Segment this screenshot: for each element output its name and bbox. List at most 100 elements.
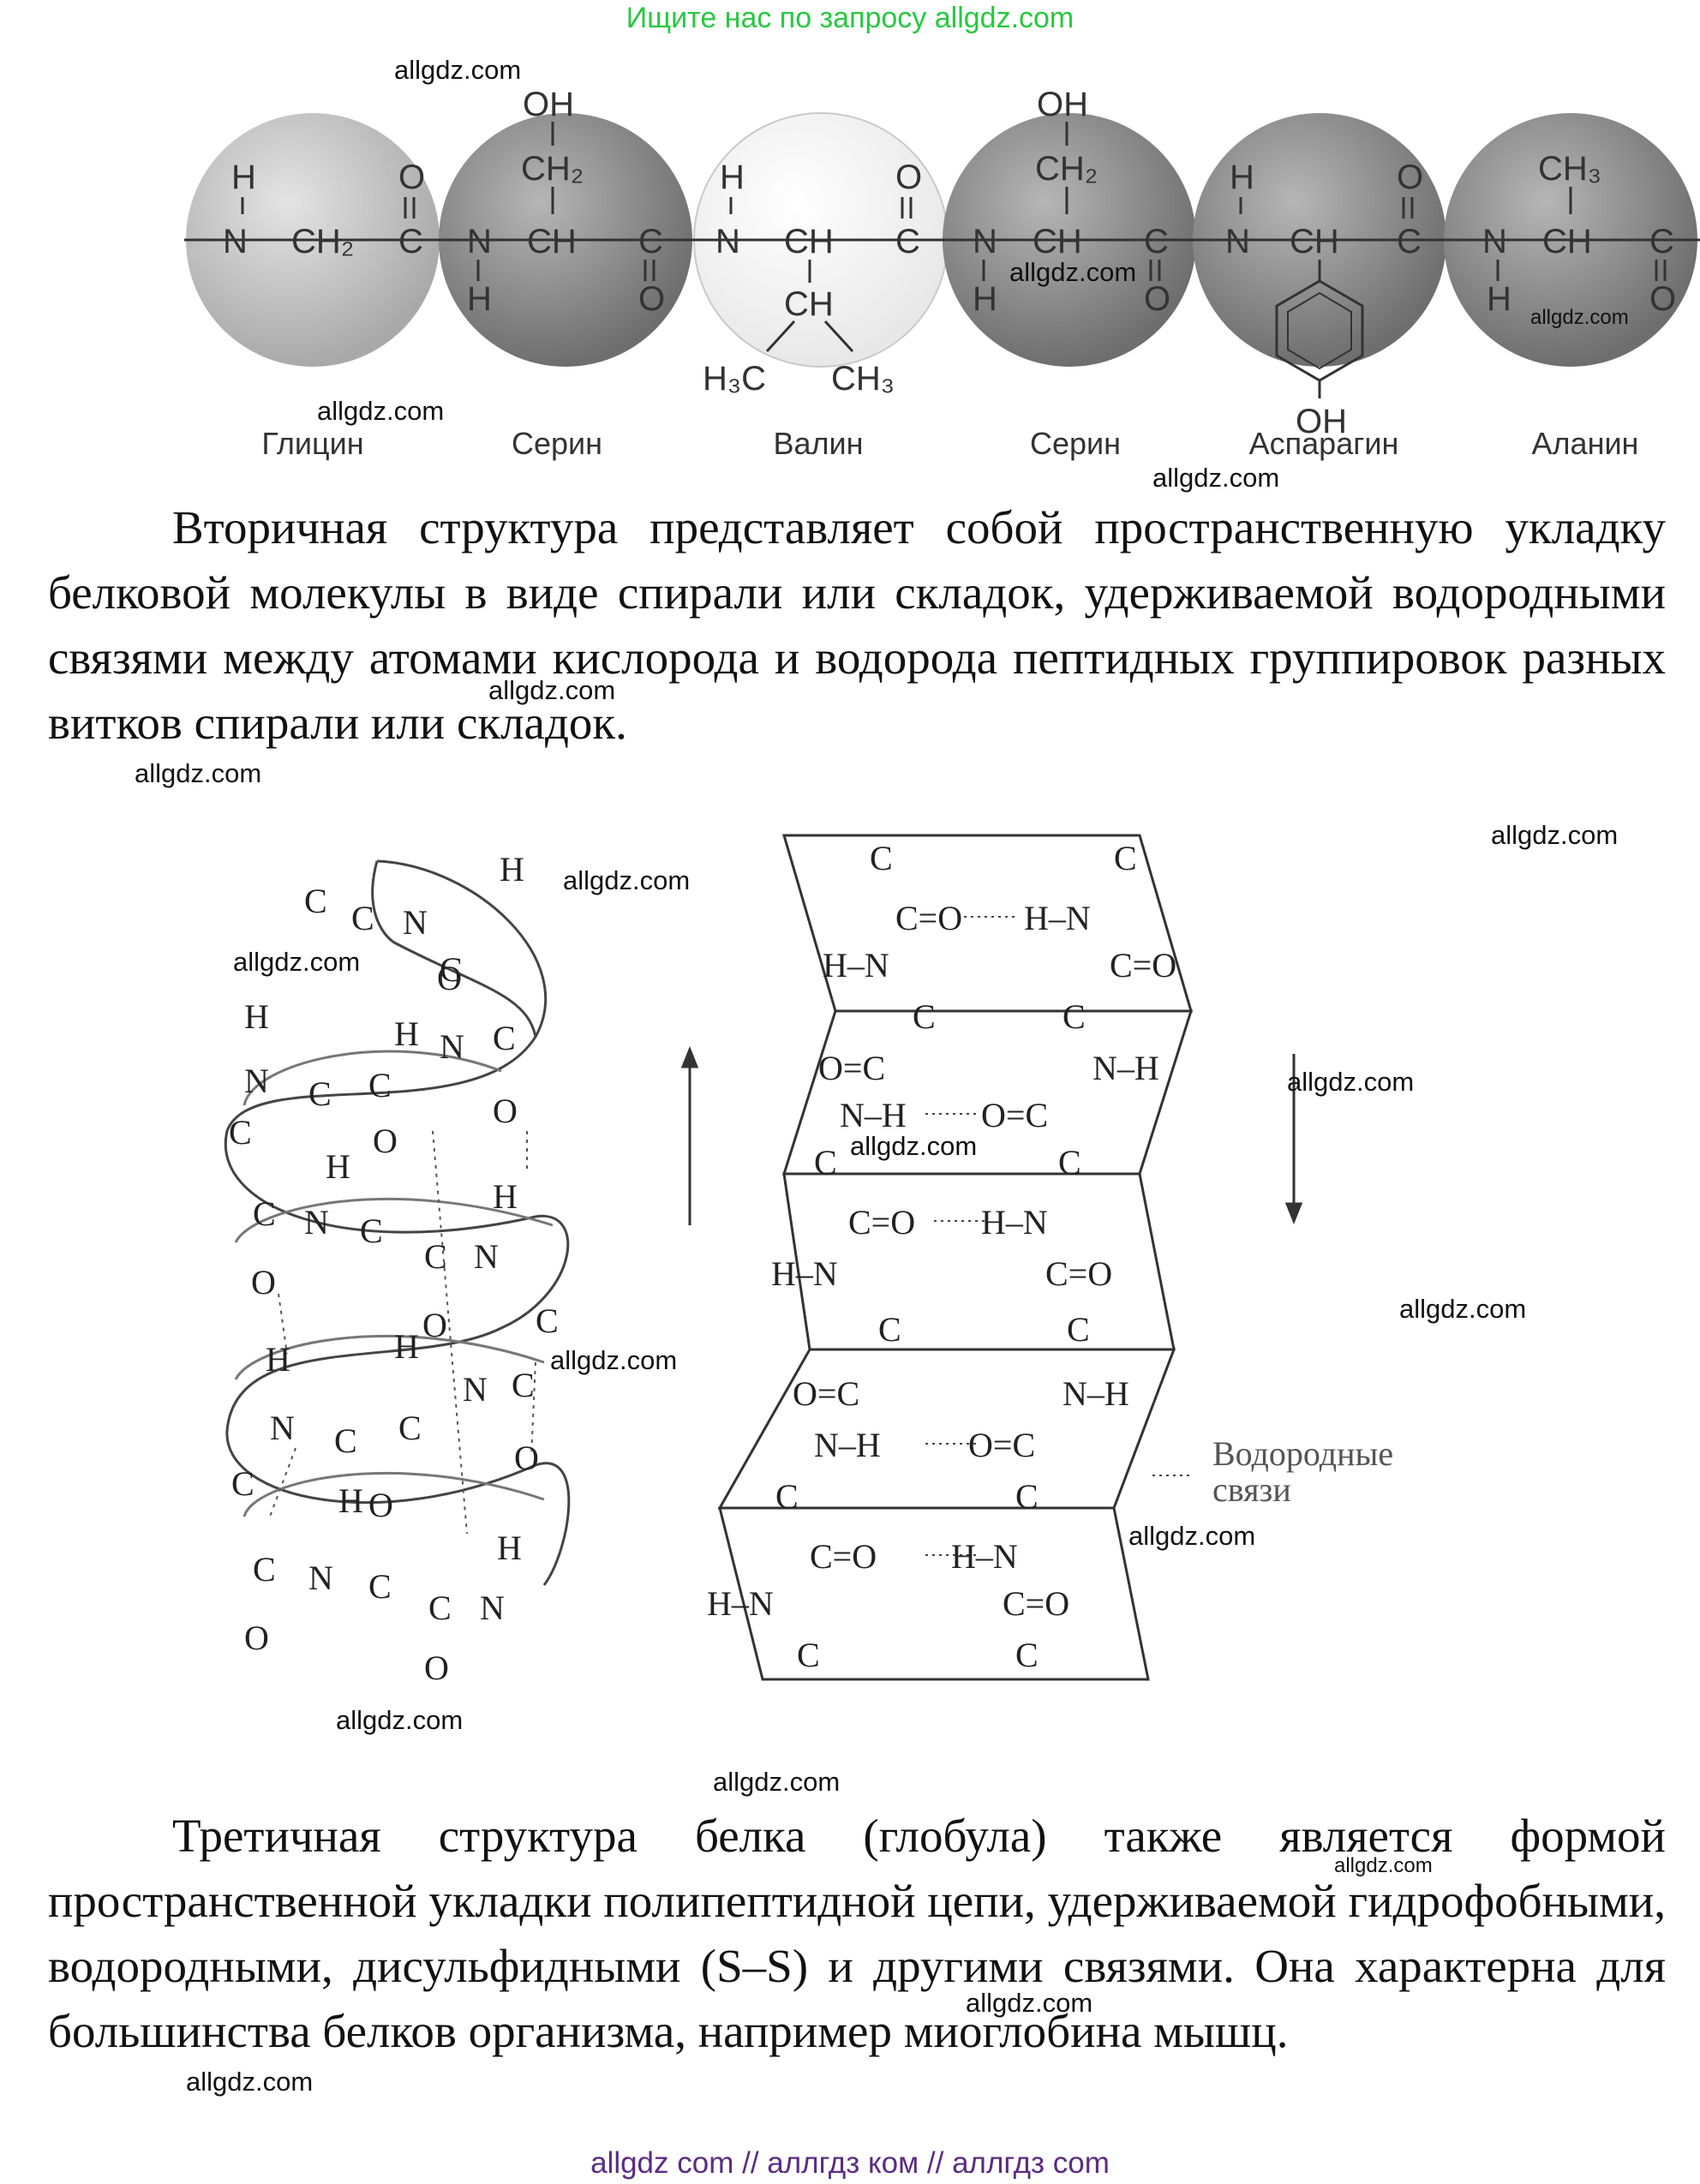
label-serine-1: Серин: [511, 426, 603, 461]
helix-n-7: N: [270, 1409, 295, 1447]
glycine-n: N: [223, 223, 248, 260]
label-glycine: Глицин: [261, 426, 364, 461]
valine-c: C: [895, 223, 920, 260]
helix-c-18: C: [428, 1589, 452, 1627]
serine1-ch2: CH₂: [521, 150, 584, 188]
asparagine-h: H: [1230, 159, 1254, 196]
helix-o-7: O: [368, 1486, 393, 1524]
sheet-n-h-3: N–H: [1062, 1374, 1129, 1413]
label-asparagine: Аспарагин: [1248, 426, 1399, 461]
helix-c-13: C: [334, 1421, 357, 1460]
watermark: allgdz.com: [1009, 257, 1137, 287]
helix-c-5: C: [308, 1074, 332, 1113]
glycine-h: H: [231, 159, 256, 196]
helix-h-4: H: [326, 1147, 350, 1186]
helix-h-2: H: [394, 1014, 419, 1053]
helix-c-8: C: [253, 1194, 276, 1233]
helix-c-12: C: [512, 1366, 535, 1404]
helix-o-9: O: [424, 1648, 449, 1687]
sheet-h-n-1: H–N: [1024, 899, 1091, 937]
valine-o: O: [895, 159, 922, 196]
helix-n-4: N: [304, 1203, 329, 1242]
primary-structure-figure: H N CH₂ C O OH CH₂ N CH C H O H N CH C O…: [184, 86, 1700, 440]
glycine-ch2: CH₂: [291, 223, 354, 260]
helix-h-1: H: [500, 850, 524, 889]
sheet-c-eq-o-1: C=O: [895, 899, 962, 937]
sheet-c-3: C: [814, 1143, 837, 1182]
sheet-c-eq-o-4: C=O: [1045, 1254, 1112, 1293]
asparagine-n: N: [1225, 223, 1250, 260]
sheet-c-eq-o-3: C=O: [848, 1203, 915, 1242]
helix-c-15: C: [231, 1464, 254, 1503]
helix-n-9: N: [480, 1589, 505, 1627]
sheet-c-7: C: [775, 1477, 799, 1516]
label-alanine: Аланин: [1531, 426, 1639, 461]
arrow-up-icon: [680, 1045, 699, 1068]
legend-hbonds-line1: Водородные: [1212, 1434, 1393, 1473]
serine2-ch2: CH₂: [1035, 150, 1098, 188]
sheet-c-6: C: [1067, 1310, 1090, 1349]
sheet-h-n-4: H–N: [771, 1254, 838, 1293]
sheet-c-eq-o-2: C=O: [1110, 946, 1176, 984]
helix-c-9: C: [360, 1212, 383, 1250]
sheet-h-n-2: H–N: [823, 946, 889, 984]
helix-c-2: C: [351, 899, 374, 937]
watermark: allgdz.com: [1491, 820, 1619, 850]
helix-h-5: H: [493, 1177, 518, 1216]
watermark: allgdz.com: [394, 55, 522, 85]
sheet-h-n-6: H–N: [707, 1584, 774, 1623]
helix-n-2: N: [440, 1027, 464, 1066]
sheet-o-eq-c-3: O=C: [793, 1374, 859, 1413]
valine-h: H: [720, 159, 745, 196]
helix-c-10: C: [424, 1237, 447, 1276]
valine-h3c: H₃C: [703, 360, 766, 398]
helix-h-7: H: [266, 1340, 290, 1379]
serine2-oh: OH: [1037, 86, 1088, 123]
watermark: allgdz.com: [186, 2067, 314, 2097]
sheet-o-eq-c-4: O=C: [968, 1426, 1035, 1464]
helix-c-3: C: [440, 950, 463, 989]
sheet-h-n-5: H–N: [951, 1537, 1018, 1576]
valine-ch: CH: [784, 223, 834, 260]
sheet-c-9: C: [797, 1636, 820, 1674]
watermark: allgdz.com: [1152, 463, 1280, 493]
sheet-c-1: C: [913, 997, 936, 1036]
watermark: allgdz.com: [1530, 306, 1629, 329]
helix-h-6: H: [394, 1327, 419, 1366]
paragraph-tertiary-structure: Третичная структура белка (глобула) такж…: [48, 1810, 1666, 2057]
watermark: allgdz.com: [317, 396, 445, 426]
sheet-n-h-1: N–H: [1092, 1049, 1159, 1087]
footer-links: allgdz com // аллгдз ком // аллгдз com: [590, 2146, 1110, 2180]
helix-o-3: O: [373, 1122, 398, 1160]
serine2-n: N: [973, 223, 997, 260]
asparagine-o: O: [1397, 159, 1423, 196]
watermark: allgdz.com: [1287, 1067, 1415, 1097]
label-serine-2: Серин: [1029, 426, 1122, 461]
valine-ch3: CH₃: [831, 360, 895, 398]
beta-sheet-figure: C C C=O H–N H–N C=O C C O=C N–H N–H O=C …: [680, 834, 1393, 1681]
watermark: allgdz.com: [488, 675, 616, 705]
serine1-ch: CH: [527, 223, 577, 260]
helix-n-5: N: [474, 1237, 499, 1276]
sheet-o-eq-c-2: O=C: [981, 1096, 1048, 1134]
sheet-c-eq-o-6: C=O: [1003, 1584, 1069, 1623]
glycine-o: O: [398, 159, 425, 196]
sheet-c-eq-o-5: C=O: [810, 1537, 877, 1576]
alanine-ch3: CH₃: [1538, 150, 1601, 188]
helix-n-3: N: [244, 1062, 269, 1100]
helix-o-5: O: [422, 1306, 447, 1344]
watermark: allgdz.com: [233, 947, 361, 977]
sheet-c-top-left: C: [870, 839, 893, 877]
alpha-helix-figure: C C N H C O H N C O H N C C O C H C N C …: [224, 850, 571, 1687]
watermark: allgdz.com: [135, 758, 262, 788]
top-banner: Ищите нас по запросу allgdz.com: [626, 2, 1074, 34]
sheet-c-5: C: [878, 1310, 901, 1349]
watermark: allgdz.com: [850, 1131, 978, 1161]
asparagine-c: C: [1397, 223, 1422, 260]
helix-o-8: O: [244, 1619, 269, 1657]
watermark: allgdz.com: [336, 1705, 464, 1735]
watermark: allgdz.com: [563, 865, 691, 895]
label-valine: Валин: [773, 426, 864, 461]
serine2-o: O: [1144, 280, 1170, 318]
watermark: allgdz.com: [966, 1988, 1093, 2018]
